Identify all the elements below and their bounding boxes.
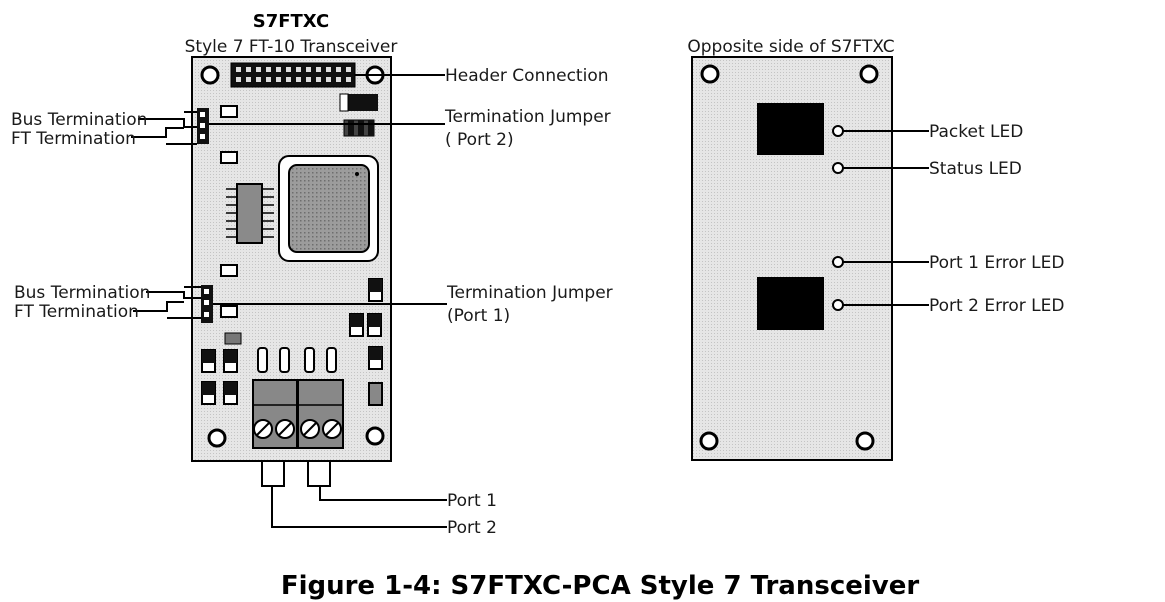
port1-label: Port 1 [447, 491, 497, 511]
header-connection-label: Header Connection [445, 66, 609, 86]
header-connector [230, 62, 356, 88]
mounting-hole-icon [200, 65, 385, 448]
termination-jumper-port1-sub-label: (Port 1) [447, 306, 510, 326]
screw-icon [253, 419, 342, 439]
bus-termination-bottom-label: Bus Termination [14, 283, 150, 303]
plcc-chip [278, 155, 379, 262]
jumper-component [343, 119, 375, 137]
termination-jumper-port2-sub-label: ( Port 2) [445, 130, 514, 150]
port2-label: Port 2 [447, 518, 497, 538]
back-board: Opposite side of S7FTXC Packet LED Statu… [687, 37, 1064, 461]
back-leader-lines [843, 130, 929, 306]
termination-jumper-port1-label: Termination Jumper [446, 283, 613, 303]
port2-error-led-label: Port 2 Error LED [929, 296, 1064, 316]
back-title: Opposite side of S7FTXC [687, 37, 894, 57]
port1-error-led-label: Port 1 Error LED [929, 253, 1064, 273]
mounting-hole-icon [699, 64, 879, 451]
back-component [757, 277, 824, 330]
smd-component [340, 94, 378, 111]
ft-termination-top-label: FT Termination [11, 129, 136, 149]
front-board: S7FTXC Style 7 FT-10 Transceiver [11, 11, 613, 538]
smd-pads [220, 105, 238, 318]
terminal-pins [257, 347, 337, 373]
soic-chip [226, 183, 274, 244]
ft-termination-bottom-label: FT Termination [14, 302, 139, 322]
smd-components [201, 278, 383, 406]
bottom-termination-jumper [201, 285, 213, 323]
front-title: S7FTXC [253, 11, 330, 32]
packet-led-label: Packet LED [929, 122, 1023, 142]
bus-termination-top-label: Bus Termination [11, 110, 147, 130]
top-termination-jumper [197, 108, 209, 144]
termination-jumper-port2-label: Termination Jumper [444, 107, 611, 127]
status-led-label: Status LED [929, 159, 1022, 179]
figure-caption: Figure 1-4: S7FTXC-PCA Style 7 Transceiv… [281, 571, 920, 601]
front-subtitle: Style 7 FT-10 Transceiver [185, 37, 398, 57]
front-leader-lines [131, 74, 447, 528]
back-component [757, 103, 824, 155]
